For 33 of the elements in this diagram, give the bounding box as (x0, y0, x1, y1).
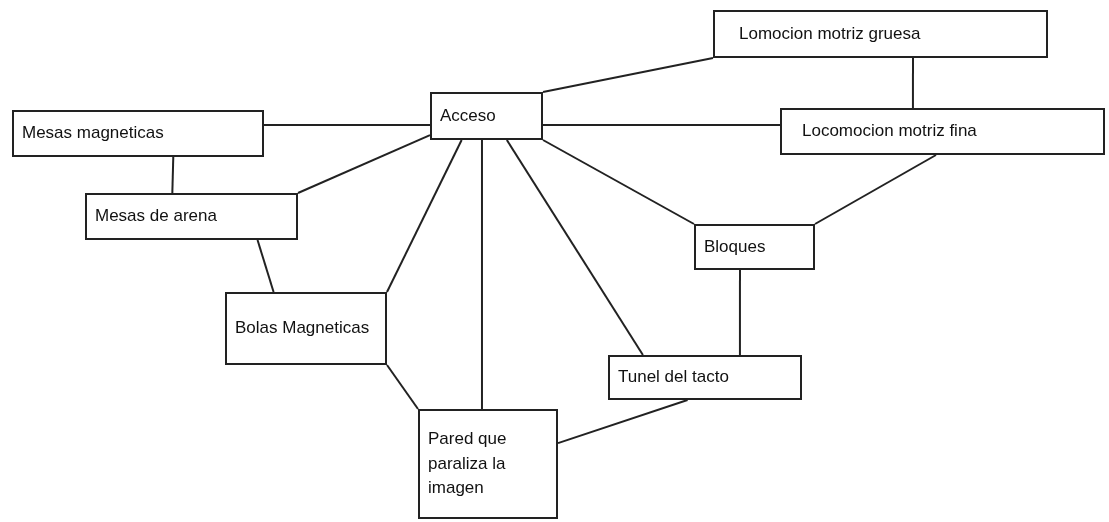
concept-box (780, 108, 1105, 155)
box-label: Mesas magneticas (22, 122, 165, 145)
connector-line (738, 269, 741, 356)
connector-line (386, 139, 463, 293)
concept-box (694, 224, 815, 270)
concept-box (430, 92, 543, 140)
concept-box (713, 10, 1048, 58)
connector-line (297, 134, 431, 194)
box-label: Bolas Magneticas (235, 317, 371, 340)
concept-box (12, 110, 264, 157)
connector-line (542, 57, 714, 93)
concept-box (608, 355, 802, 400)
box-label: Acceso (440, 104, 497, 127)
connector-line (171, 156, 175, 194)
concept-box (418, 409, 558, 519)
connector-line (542, 139, 695, 225)
connector-line (505, 139, 644, 356)
connector-line (814, 154, 937, 225)
connector-line (911, 57, 914, 109)
concept-box (85, 193, 298, 240)
connector-line (542, 123, 781, 127)
box-label: Bloques (704, 235, 767, 258)
box-label: Locomocion motriz fina (802, 120, 978, 143)
concept-box (225, 292, 387, 365)
connector-line (481, 139, 483, 410)
connector-line (386, 364, 419, 410)
box-label: Mesas de arena (95, 205, 218, 228)
box-label: Lomocion motriz gruesa (739, 22, 922, 45)
box-label: Tunel del tacto (618, 366, 730, 389)
box-label: Pared que paraliza la imagen (428, 428, 508, 500)
connector-line (256, 239, 275, 293)
connector-line (557, 399, 689, 445)
connector-line (263, 124, 431, 127)
